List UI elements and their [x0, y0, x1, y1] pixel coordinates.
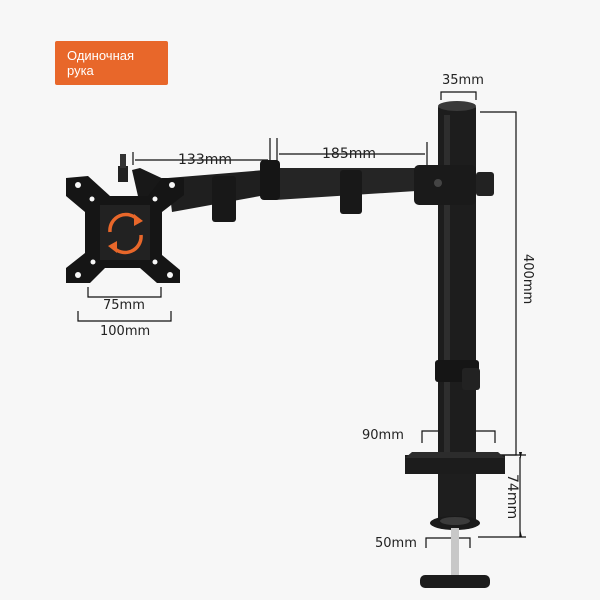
pole	[435, 101, 480, 460]
pole-diameter-label: 35mm	[442, 73, 484, 88]
badge-line-1: Одиночная	[67, 48, 135, 63]
rotate-icon	[108, 212, 143, 255]
clamp-height-label: 74mm	[504, 474, 520, 520]
desk-clamp	[405, 452, 505, 588]
arm	[118, 154, 494, 222]
badge-line-2: рука	[67, 63, 94, 78]
pole-height-label: 400mm	[520, 254, 535, 305]
arm-segment-2-label: 185mm	[322, 146, 376, 162]
vesa-plate	[66, 176, 184, 283]
vesa-large-label: 100mm	[100, 324, 151, 339]
base-width-label: 90mm	[362, 428, 404, 443]
vesa-small-label: 75mm	[103, 298, 145, 313]
product-badge: Одиночная рука	[55, 41, 168, 85]
arm-segment-1-label: 133mm	[178, 152, 232, 168]
clamp-width-label: 50mm	[375, 536, 417, 551]
